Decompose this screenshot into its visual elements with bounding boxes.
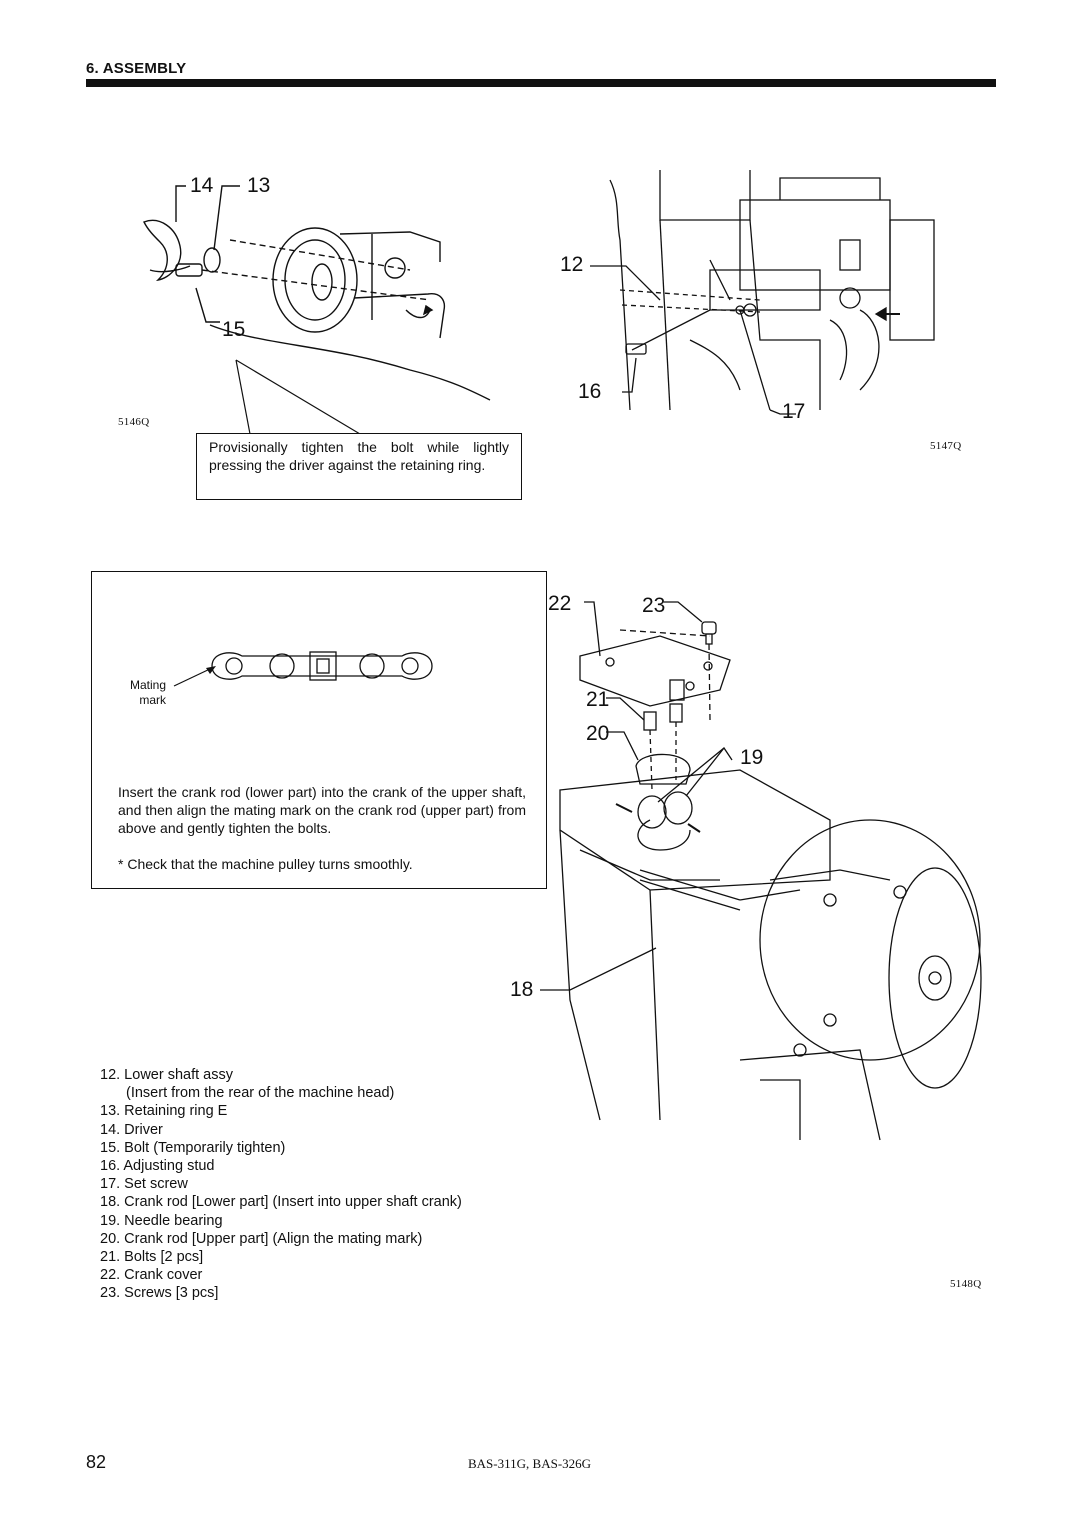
note-pointer: [235, 359, 361, 435]
legend-item: 19. Needle bearing: [100, 1212, 223, 1229]
callout-17: 17: [782, 400, 806, 423]
mating-mark-diagram: [211, 651, 433, 681]
legend-item: 14. Driver: [100, 1121, 163, 1138]
legend-item: 13. Retaining ring E: [100, 1103, 228, 1120]
legend-item: 16. Adjusting stud: [100, 1158, 215, 1175]
page-number: 82: [86, 1452, 107, 1472]
note-box-driver: Provisionally tighten the bolt while lig…: [196, 433, 522, 500]
callout-20: 20: [586, 722, 610, 745]
figure-driver-assembly: [143, 185, 491, 401]
figure-code-5148q: 5148Q: [950, 1278, 982, 1290]
mating-label-line2: mark: [139, 693, 166, 707]
title-rule: [86, 79, 996, 87]
model-name: BAS-311G, BAS-326G: [468, 1456, 592, 1471]
figure-code-5146q: 5146Q: [118, 416, 150, 428]
legend-item: 17. Set screw: [100, 1176, 188, 1193]
callout-21: 21: [586, 688, 610, 711]
legend-item: 20. Crank rod [Upper part] (Align the ma…: [100, 1230, 423, 1247]
pulley-check-note: * Check that the machine pulley turns sm…: [118, 856, 413, 872]
callout-13: 13: [247, 174, 271, 197]
section-title: 6. ASSEMBLY: [86, 60, 187, 77]
mating-mark-arrow: [173, 666, 216, 687]
callout-18: 18: [510, 978, 534, 1001]
legend-item: 23. Screws [3 pcs]: [100, 1285, 219, 1302]
parts-legend: 12. Lower shaft assy (Insert from the re…: [100, 1066, 462, 1303]
note-box-crank-rod: Mating mark Insert the crank rod (lower …: [91, 571, 547, 889]
legend-item: 22. Crank cover: [100, 1267, 203, 1284]
callout-12: 12: [560, 253, 584, 276]
callout-23: 23: [642, 594, 666, 617]
legend-item: 12. Lower shaft assy: [100, 1067, 233, 1083]
legend-item-note: (Insert from the rear of the machine hea…: [126, 1085, 395, 1102]
figure-crank-rod-assembly: [540, 601, 982, 1141]
callout-19: 19: [740, 746, 764, 769]
callout-16: 16: [578, 380, 602, 403]
callout-22: 22: [548, 592, 572, 615]
driver-note: Provisionally tighten the bolt while lig…: [209, 439, 509, 473]
figure-lower-shaft-installation: [590, 170, 935, 415]
mating-label-line1: Mating: [129, 678, 166, 692]
mating-mark-label: Mating mark: [120, 678, 166, 708]
figure-code-5147q: 5147Q: [930, 440, 962, 452]
legend-item: 18. Crank rod [Lower part] (Insert into …: [100, 1194, 462, 1211]
legend-item: 15. Bolt (Temporarily tighten): [100, 1139, 286, 1156]
callout-15: 15: [222, 318, 246, 341]
legend-item: 21. Bolts [2 pcs]: [100, 1249, 204, 1266]
callout-14: 14: [190, 174, 214, 197]
crank-rod-note: Insert the crank rod (lower part) into t…: [118, 784, 526, 836]
